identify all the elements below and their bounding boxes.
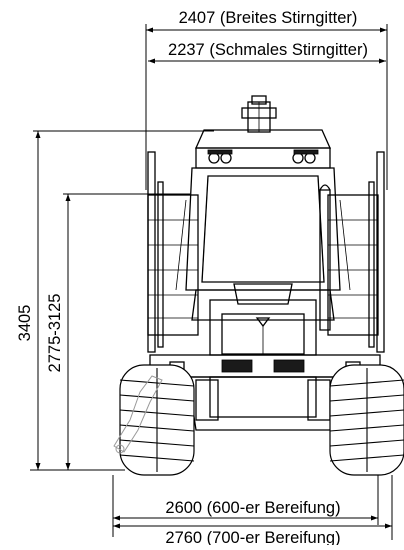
tire-chain-outline (113, 375, 163, 454)
dim-label-600-tires: 2600 (600-er Bereifung) (165, 499, 340, 517)
cab (175, 167, 351, 331)
forwarder-machine (113, 95, 404, 476)
dim-label-height-range: 2775-3125 (46, 294, 64, 373)
crane-top (241, 95, 277, 133)
dimension-lines (30, 24, 393, 540)
right-tire (329, 364, 404, 476)
dim-label-700-tires: 2760 (700-er Bereifung) (165, 529, 340, 545)
front-grille (147, 194, 379, 336)
dimension-labels: 2407 (Breites Stirngitter) 2237 (Schmale… (16, 9, 368, 547)
engine-hood (191, 283, 335, 356)
stakes (147, 151, 385, 353)
dim-label-total-height: 3405 (16, 305, 34, 342)
left-tire (119, 364, 195, 476)
cab-roof (194, 129, 332, 169)
dim-label-narrow-grille: 2237 (Schmales Stirngitter) (168, 41, 368, 59)
dim-label-wide-grille: 2407 (Breites Stirngitter) (179, 9, 358, 27)
